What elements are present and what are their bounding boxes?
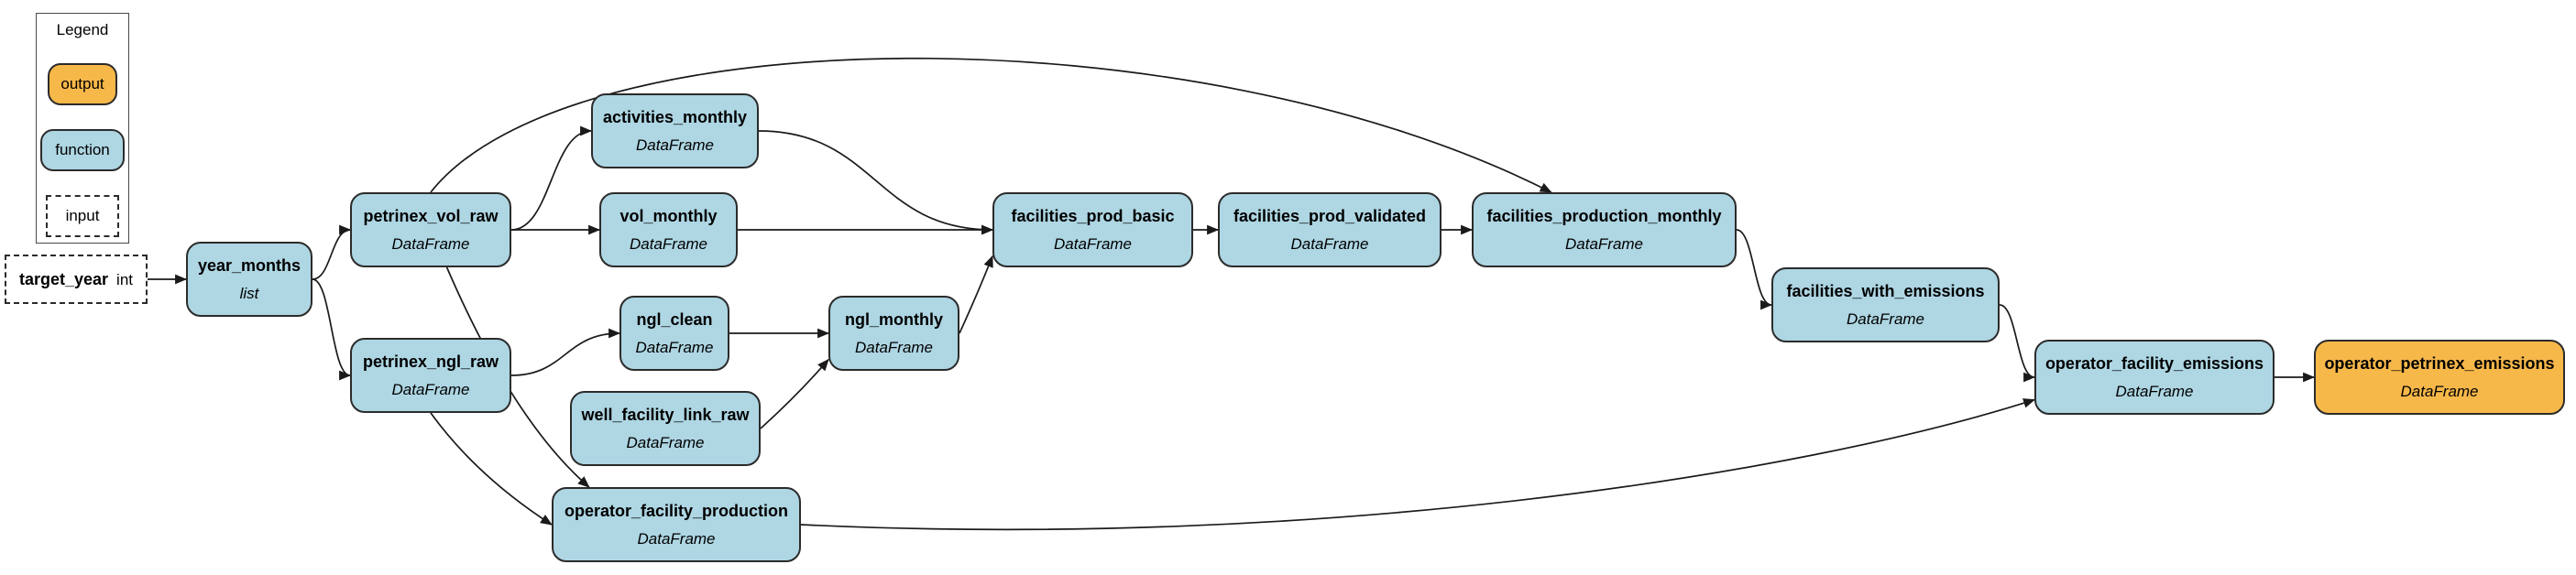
node-label: operator_petrinex_emissions (2324, 354, 2555, 373)
node-type-label: DataFrame (2400, 383, 2479, 400)
edge-operator_facility_production-to-operator_facility_emissions (800, 398, 2036, 531)
node-label: petrinex_vol_raw (363, 207, 499, 225)
edge-well_facility_link_raw-to-ngl_monthly (760, 358, 829, 429)
node-label: facilities_prod_basic (1011, 207, 1175, 225)
node-type-label: DataFrame (626, 434, 705, 451)
legend-input-swatch: input (46, 195, 119, 237)
node-type-label: DataFrame (1564, 235, 1644, 253)
node-label: operator_facility_production (564, 502, 789, 520)
node-target-year: target_year int (5, 255, 148, 304)
node-type-label: DataFrame (854, 339, 934, 356)
edge-ngl_monthly-to-facilities_prod_basic (959, 255, 993, 334)
node-label: facilities_prod_validated (1233, 207, 1427, 225)
edge-facilities_with_emissions-to-operator_facility_emissions (1999, 304, 2036, 383)
legend-output-swatch: output (48, 63, 117, 105)
node-type-label: DataFrame (1290, 235, 1369, 253)
node-label: facilities_production_monthly (1486, 207, 1722, 225)
edge-year_months-to-petrinex_ngl_raw (312, 278, 352, 381)
node-type-label: DataFrame (2115, 383, 2194, 400)
node-label: operator_facility_emissions (2044, 354, 2264, 373)
edge-activities_monthly-to-facilities_prod_basic (758, 130, 994, 235)
legend: Legend output function input (36, 13, 129, 244)
node-type-label: DataFrame (629, 235, 708, 253)
node-type-label: list (239, 285, 259, 302)
edge-petrinex_vol_raw-to-facilities_production_monthly (430, 57, 1552, 193)
node-label: target_year (18, 270, 109, 288)
edge-petrinex_ngl_raw-to-ngl_clean (510, 328, 621, 376)
node-label: activities_monthly (602, 108, 748, 126)
node-type-label: DataFrame (391, 381, 470, 398)
edge-year_months-to-petrinex_vol_raw (312, 224, 352, 280)
edge-petrinex_vol_raw-to-operator_facility_production (445, 266, 590, 488)
node-label: ngl_clean (636, 310, 713, 329)
node-type-label: DataFrame (391, 235, 470, 253)
edge-petrinex_ngl_raw-to-operator_facility_production (430, 412, 553, 526)
node-type-label: DataFrame (635, 136, 715, 154)
legend-function-swatch: function (40, 129, 125, 171)
node-label: well_facility_link_raw (581, 406, 750, 424)
edge-petrinex_vol_raw-to-activities_monthly (510, 125, 593, 231)
node-type-label: int (116, 270, 134, 288)
edge-facilities_production_monthly-to-facilities_with_emissions (1736, 229, 1773, 310)
node-label: facilities_with_emissions (1786, 282, 1985, 300)
node-label: year_months (197, 256, 301, 275)
node-type-label: DataFrame (1053, 235, 1133, 253)
node-type-label: DataFrame (1846, 310, 1925, 328)
node-type-label: DataFrame (635, 339, 714, 356)
node-label: petrinex_ngl_raw (362, 353, 499, 371)
node-label: ngl_monthly (845, 310, 943, 329)
node-type-label: DataFrame (637, 530, 716, 548)
legend-title: Legend (56, 21, 109, 38)
node-label: vol_monthly (619, 207, 718, 225)
